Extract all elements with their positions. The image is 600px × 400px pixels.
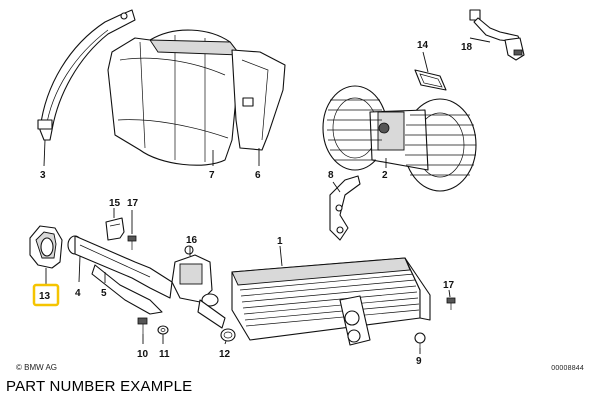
callout-3[interactable]: 3 [40, 170, 46, 181]
part-10-screw[interactable] [137, 317, 148, 334]
callout-12[interactable]: 12 [219, 349, 231, 360]
part-6-front-cover[interactable] [231, 49, 286, 151]
part-15-clip[interactable] [105, 217, 125, 241]
part-18-cable[interactable] [469, 9, 525, 61]
callout-5[interactable]: 5 [101, 288, 107, 299]
callout-18[interactable]: 18 [461, 42, 473, 53]
callout-10[interactable]: 10 [137, 349, 149, 360]
part-12-o-ring[interactable] [220, 328, 236, 342]
callout-17-right[interactable]: 17 [443, 280, 455, 291]
callout-7[interactable]: 7 [209, 170, 215, 181]
part-3-strap[interactable] [37, 9, 136, 141]
callout-6[interactable]: 6 [255, 170, 261, 181]
part-1-heater-core[interactable] [231, 257, 431, 346]
part-2-blower-motor[interactable] [322, 85, 477, 192]
copyright-notice: © BMW AG [16, 363, 58, 372]
part-17-screw-left[interactable] [127, 235, 137, 250]
part-13-highlight-box [32, 283, 60, 307]
part-14-gasket[interactable] [414, 69, 447, 91]
part-7-blower-housing[interactable] [107, 29, 241, 166]
drawing-number: 00008844 [551, 365, 584, 372]
callout-13[interactable]: 13 [39, 291, 51, 302]
callout-15[interactable]: 15 [109, 198, 121, 209]
part-9-clamp[interactable] [414, 332, 426, 348]
callout-11[interactable]: 11 [159, 349, 170, 360]
callout-2[interactable]: 2 [382, 170, 388, 181]
callout-8[interactable]: 8 [328, 170, 334, 181]
callout-1[interactable]: 1 [277, 236, 283, 247]
part-16-valve[interactable] [171, 245, 226, 329]
part-13-seal[interactable] [29, 225, 63, 269]
callout-9[interactable]: 9 [416, 356, 422, 367]
callout-4[interactable]: 4 [75, 288, 81, 299]
callout-16[interactable]: 16 [186, 235, 198, 246]
callout-17-left[interactable]: 17 [127, 198, 139, 209]
part-8-bracket[interactable] [329, 175, 361, 241]
part-4-pipe[interactable] [67, 235, 173, 315]
callout-14[interactable]: 14 [417, 40, 429, 51]
part-11-washer[interactable] [157, 325, 169, 335]
page-caption: PART NUMBER EXAMPLE [6, 378, 193, 395]
part-17-screw-right[interactable] [446, 297, 456, 310]
